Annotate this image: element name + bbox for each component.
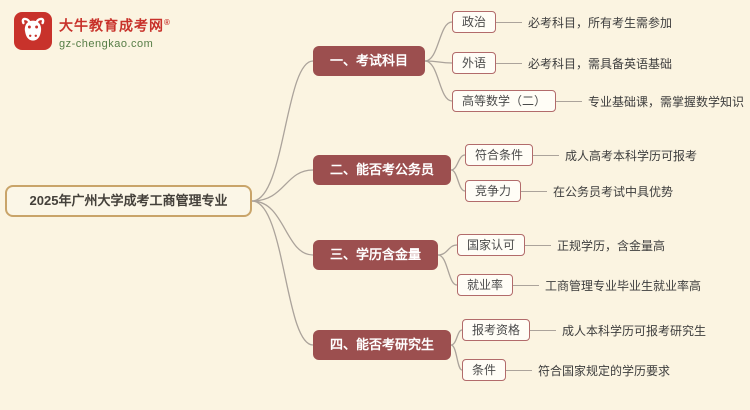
- leaf-dash-line: [556, 100, 583, 102]
- leaf-row-advanced-math: 高等数学（二） 专业基础课，需掌握数学知识: [452, 90, 744, 112]
- leaf-description: 成人高考本科学历可报考: [565, 148, 698, 163]
- root-node: 2025年广州大学成考工商管理专业: [5, 185, 252, 217]
- leaf-node-application-qualification: 报考资格: [462, 319, 531, 341]
- brand-name: 大牛教育成考网®: [59, 14, 171, 35]
- branch-4-postgraduate: 四、能否考研究生: [313, 330, 451, 360]
- brand-domain: gz-chengkao.com: [59, 37, 154, 50]
- leaf-node-state-recognition: 国家认可: [457, 234, 526, 256]
- leaf-dash-line: [496, 21, 523, 23]
- leaf-description: 必考科目，需具备英语基础: [528, 56, 673, 71]
- leaf-dash-line: [513, 284, 540, 286]
- leaf-dash-line: [530, 329, 557, 331]
- leaf-row-state-recognition: 国家认可 正规学历，含金量高: [457, 234, 665, 256]
- leaf-description: 在公务员考试中具优势: [553, 184, 674, 199]
- brand-label: 大牛教育成考网: [59, 17, 164, 34]
- leaf-row-employment-rate: 就业率 工商管理专业毕业生就业率高: [457, 274, 701, 296]
- leaf-dash-line: [533, 154, 560, 156]
- leaf-row-application-qualification: 报考资格 成人本科学历可报考研究生: [462, 319, 706, 341]
- leaf-node-advanced-math: 高等数学（二）: [452, 90, 557, 112]
- registered-mark: ®: [164, 18, 171, 27]
- branch-3-degree-value: 三、学历含金量: [313, 240, 438, 270]
- leaf-node-conditions: 条件: [462, 359, 507, 381]
- leaf-dash-line: [496, 62, 523, 64]
- leaf-node-employment-rate: 就业率: [457, 274, 514, 296]
- leaf-description: 工商管理专业毕业生就业率高: [545, 278, 702, 293]
- leaf-description: 必考科目，所有考生需参加: [528, 15, 673, 30]
- leaf-node-politics: 政治: [452, 11, 497, 33]
- leaf-node-eligibility: 符合条件: [465, 144, 534, 166]
- leaf-node-competitiveness: 竞争力: [465, 180, 522, 202]
- leaf-description: 符合国家规定的学历要求: [538, 363, 671, 378]
- leaf-dash-line: [506, 369, 533, 371]
- leaf-row-conditions: 条件 符合国家规定的学历要求: [462, 359, 670, 381]
- leaf-description: 成人本科学历可报考研究生: [562, 323, 707, 338]
- leaf-row-foreign-language: 外语 必考科目，需具备英语基础: [452, 52, 672, 74]
- leaf-dash-line: [525, 244, 552, 246]
- connector-group: [251, 21, 466, 371]
- logo-text-block: 大牛教育成考网® gz-chengkao.com: [59, 12, 171, 50]
- leaf-row-competitiveness: 竞争力 在公务员考试中具优势: [465, 180, 673, 202]
- leaf-row-eligibility: 符合条件 成人高考本科学历可报考: [465, 144, 697, 166]
- branch-1-exam-subjects: 一、考试科目: [313, 46, 425, 76]
- leaf-description: 正规学历，含金量高: [557, 238, 666, 253]
- leaf-row-politics: 政治 必考科目，所有考生需参加: [452, 11, 672, 33]
- leaf-description: 专业基础课，需掌握数学知识: [588, 94, 745, 109]
- site-logo: 大牛教育成考网® gz-chengkao.com: [14, 12, 171, 50]
- leaf-dash-line: [521, 190, 548, 192]
- bull-icon: [14, 12, 52, 50]
- branch-2-civil-service: 二、能否考公务员: [313, 155, 451, 185]
- leaf-node-foreign-language: 外语: [452, 52, 497, 74]
